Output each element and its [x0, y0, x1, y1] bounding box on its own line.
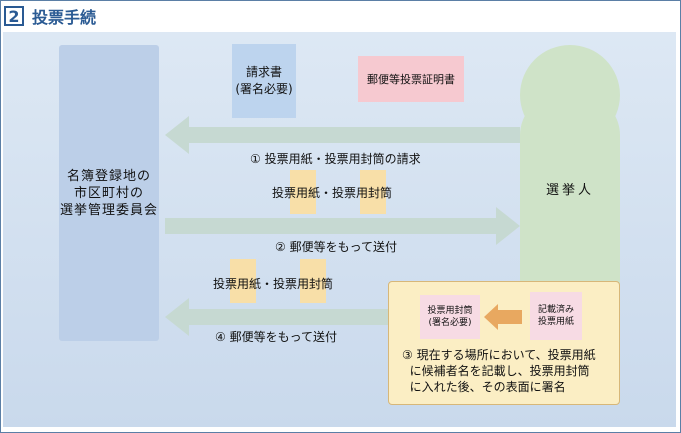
- election-committee-box: 名簿登録地の 市区町村の 選挙管理委員会: [59, 45, 159, 341]
- arrow-right-icon: [165, 207, 520, 245]
- step2-label: ② 郵便等をもって送付: [275, 240, 397, 254]
- envelope-icon: [230, 259, 256, 303]
- envelope-with-signature-doc: 投票用封筒 (署名必要): [420, 295, 480, 339]
- filled-ballot-doc: 記載済み 投票用紙: [530, 292, 582, 340]
- postal-voting-certificate-doc: 郵便等投票証明書: [358, 56, 464, 102]
- section-number: 2: [4, 6, 24, 26]
- section-header: 2 投票手続: [4, 4, 96, 28]
- section-title: 投票手続: [32, 8, 97, 27]
- elector-head-shape: [520, 45, 620, 145]
- envelope-label-lower: 投票用紙・投票用封筒: [213, 277, 334, 291]
- arrow-left-icon: [484, 304, 522, 330]
- arrow-return-left: [165, 298, 390, 336]
- envelope-icon: [290, 170, 316, 214]
- step4-label: ④ 郵便等をもって送付: [215, 330, 337, 344]
- envelope-label-upper: 投票用紙・投票用封筒: [272, 186, 393, 200]
- arrow-left-icon: [165, 116, 520, 154]
- step3-label: ③ 現在する場所において、投票用紙 に候補者名を記載し、投票用封筒 に入れた後、…: [402, 348, 596, 394]
- elector-label: 選挙人: [545, 183, 594, 198]
- election-committee-label: 名簿登録地の 市区町村の 選挙管理委員会: [59, 168, 158, 218]
- step1-label: ① 投票用紙・投票用封筒の請求: [250, 152, 421, 166]
- request-form-doc: 請求書 (署名必要): [232, 44, 296, 118]
- arrow-left-icon: [165, 298, 390, 336]
- envelope-icon: [360, 170, 386, 214]
- arrow-request-left: [165, 116, 520, 154]
- envelope-icon: [300, 259, 326, 303]
- arrow-insert-left: [484, 304, 522, 330]
- arrow-send-right: [165, 207, 520, 245]
